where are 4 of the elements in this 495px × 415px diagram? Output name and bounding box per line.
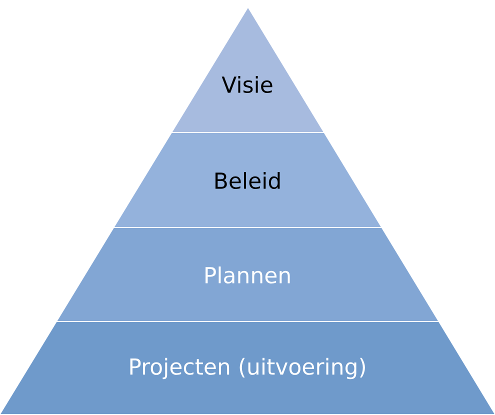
pyramid-layer: Projecten (uitvoering) bbox=[0, 322, 495, 415]
pyramid-layer: Beleid bbox=[114, 133, 382, 229]
pyramid-layer: Visie bbox=[172, 8, 324, 134]
pyramid-layer: Plannen bbox=[56, 228, 439, 323]
